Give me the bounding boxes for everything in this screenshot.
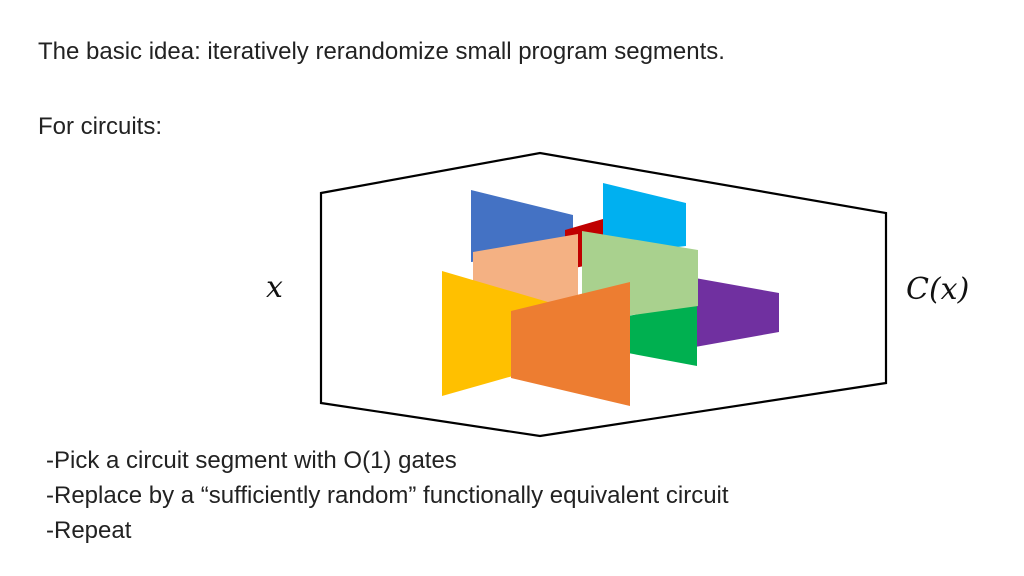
segment-purple <box>695 278 779 347</box>
segment-sky <box>603 183 686 256</box>
slide-subtitle: For circuits: <box>38 113 163 140</box>
circuit-outline <box>319 151 888 438</box>
segment-orange <box>511 282 630 406</box>
bullet-pick-segment: -Pick a circuit segment with O(1) gates <box>46 447 457 474</box>
input-label: x <box>266 270 283 305</box>
bullet-list: -Pick a circuit segment with O(1) gates … <box>46 443 729 548</box>
segment-green <box>628 303 697 366</box>
slide-title: The basic idea: iteratively rerandomize … <box>38 38 725 65</box>
bullet-replace-segment: -Replace by a “sufficiently random” func… <box>46 482 729 509</box>
output-label: C(x) <box>906 272 969 307</box>
bullet-repeat: -Repeat <box>46 517 132 544</box>
